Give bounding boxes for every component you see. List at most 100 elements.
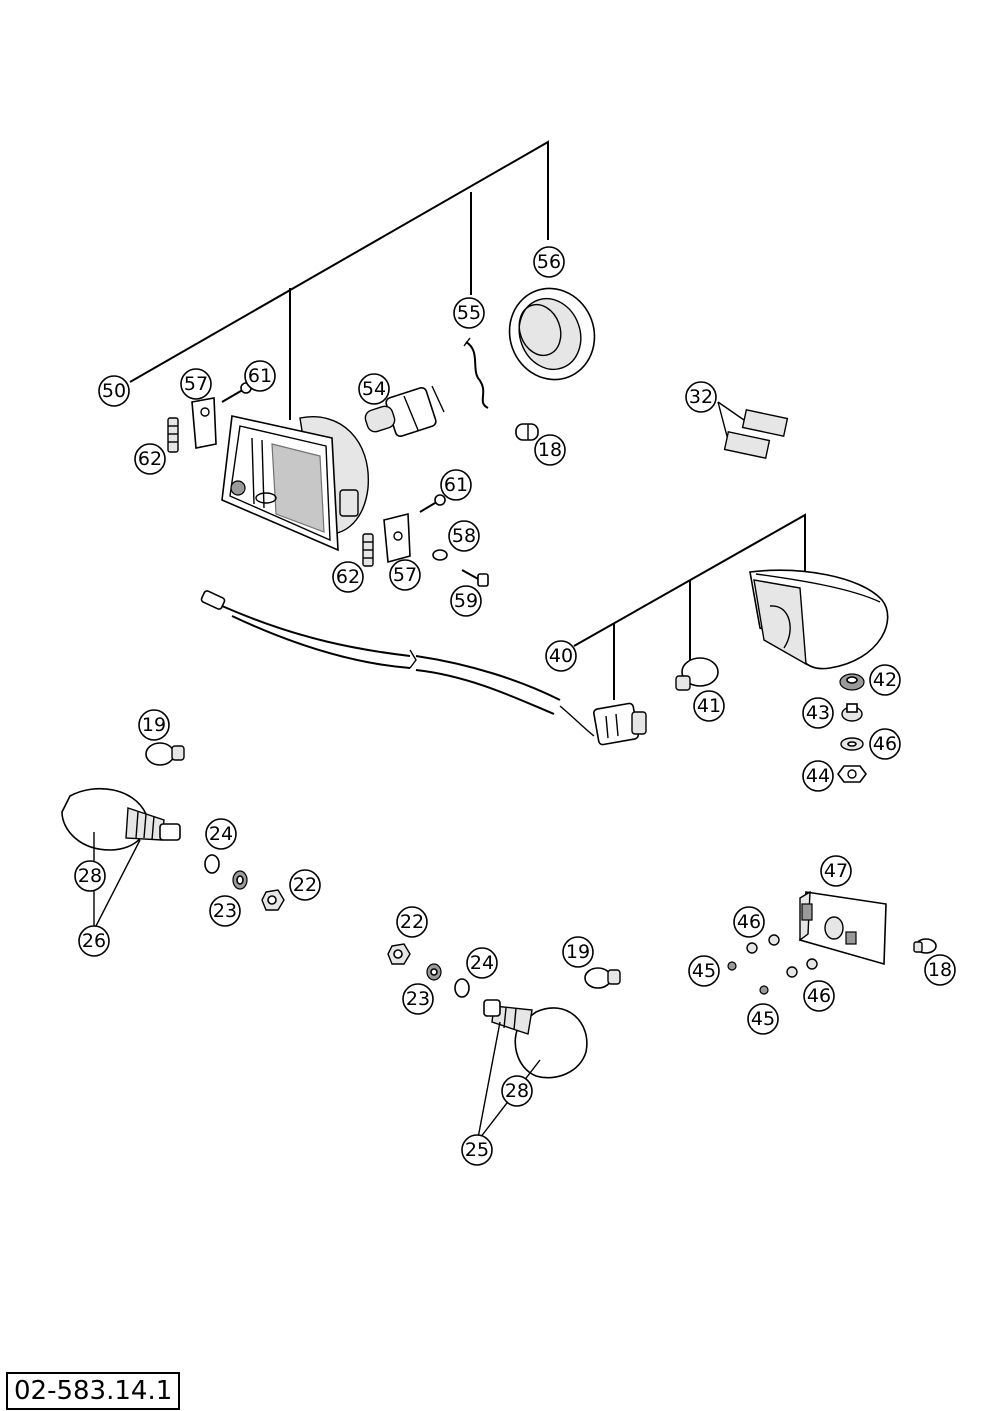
callout-45-top: 45 xyxy=(688,955,720,987)
nut-22-left xyxy=(261,889,285,911)
taillight-bulb xyxy=(675,657,719,691)
svg-text:45: 45 xyxy=(751,1008,775,1030)
svg-text:22: 22 xyxy=(293,874,317,896)
callout-22-right: 22 xyxy=(396,906,428,938)
callout-28-left: 28 xyxy=(74,860,106,892)
screw-59 xyxy=(461,569,489,587)
callout-54: 54 xyxy=(358,373,390,405)
license-plate-light xyxy=(799,890,887,966)
callout-41: 41 xyxy=(693,690,725,722)
bulb-18-right xyxy=(913,938,937,954)
svg-text:40: 40 xyxy=(549,645,573,667)
callout-24-left: 24 xyxy=(205,818,237,850)
taillight-socket xyxy=(593,702,647,746)
rubber-strip-top xyxy=(167,417,179,453)
callout-23-right: 23 xyxy=(402,983,434,1015)
callout-58: 58 xyxy=(448,520,480,552)
screw-lower xyxy=(419,494,446,513)
svg-text:47: 47 xyxy=(824,860,848,882)
svg-text:23: 23 xyxy=(406,988,430,1010)
turn-signal-left xyxy=(61,787,181,851)
headlight-bracket-top xyxy=(191,397,217,449)
headlight-lens-ring xyxy=(508,287,596,381)
svg-text:46: 46 xyxy=(873,733,897,755)
callout-43: 43 xyxy=(802,697,834,729)
svg-text:54: 54 xyxy=(362,378,386,400)
svg-text:25: 25 xyxy=(465,1139,489,1161)
callout-61-lower: 61 xyxy=(440,469,472,501)
callout-62-lower: 62 xyxy=(332,561,364,593)
small-washers xyxy=(727,934,818,995)
screw-top xyxy=(221,382,252,403)
svg-text:24: 24 xyxy=(470,952,494,974)
svg-text:32: 32 xyxy=(689,386,713,408)
svg-text:41: 41 xyxy=(697,695,721,717)
parking-bulb-top xyxy=(515,423,539,441)
callout-56: 56 xyxy=(533,246,565,278)
svg-text:22: 22 xyxy=(400,911,424,933)
callout-44: 44 xyxy=(802,760,834,792)
washer-24-right xyxy=(454,978,470,998)
svg-text:45: 45 xyxy=(692,960,716,982)
washer-46-top xyxy=(840,737,864,751)
svg-text:50: 50 xyxy=(102,380,126,402)
leader-lines-headlight xyxy=(129,140,549,420)
grommet-42 xyxy=(839,673,865,691)
bulb-19-right xyxy=(584,967,621,989)
svg-text:59: 59 xyxy=(454,590,478,612)
svg-text:43: 43 xyxy=(806,702,830,724)
headlight-bracket-lower xyxy=(383,512,411,564)
callouts: 50 56 55 57 61 54 62 18 32 61 58 62 57 5… xyxy=(74,246,956,1166)
svg-text:46: 46 xyxy=(807,985,831,1007)
callout-18-top: 18 xyxy=(534,434,566,466)
callout-46-bottom: 46 xyxy=(803,980,835,1012)
svg-text:18: 18 xyxy=(538,439,562,461)
svg-text:58: 58 xyxy=(452,525,476,547)
washer-58 xyxy=(432,549,448,561)
svg-text:46: 46 xyxy=(737,911,761,933)
wiring-harness xyxy=(200,590,595,737)
turn-signal-right xyxy=(483,999,588,1079)
callout-18-right: 18 xyxy=(924,954,956,986)
callout-28-right: 28 xyxy=(501,1075,533,1107)
svg-text:26: 26 xyxy=(82,930,106,952)
svg-text:61: 61 xyxy=(444,474,468,496)
reflector-plates xyxy=(717,401,789,459)
callout-19-right: 19 xyxy=(562,936,594,968)
svg-text:57: 57 xyxy=(393,564,417,586)
svg-text:42: 42 xyxy=(873,669,897,691)
callout-25: 25 xyxy=(461,1134,493,1166)
svg-text:19: 19 xyxy=(142,714,166,736)
lockwasher-23-right xyxy=(426,963,442,981)
svg-text:23: 23 xyxy=(213,900,237,922)
callout-26: 26 xyxy=(78,925,110,957)
drawing-number: 02-583.14.1 xyxy=(6,1372,181,1410)
callout-42: 42 xyxy=(869,664,901,696)
callout-47: 47 xyxy=(820,855,852,887)
svg-text:44: 44 xyxy=(806,765,830,787)
washer-24-left xyxy=(204,854,220,874)
spacer-43 xyxy=(841,703,863,722)
svg-text:24: 24 xyxy=(209,823,233,845)
headlight-bulb xyxy=(364,385,445,438)
svg-text:62: 62 xyxy=(336,566,360,588)
spring-clip xyxy=(463,337,489,409)
svg-text:18: 18 xyxy=(928,959,952,981)
headlight-housing xyxy=(221,415,369,552)
rubber-strip-lower xyxy=(362,533,374,567)
callout-23-left: 23 xyxy=(209,895,241,927)
callout-61-top: 61 xyxy=(244,360,276,392)
callout-46-mid: 46 xyxy=(733,906,765,938)
callout-55: 55 xyxy=(453,297,485,329)
bulb-19-left xyxy=(145,742,185,766)
svg-text:19: 19 xyxy=(566,941,590,963)
svg-text:61: 61 xyxy=(248,365,272,387)
callout-22-left: 22 xyxy=(289,869,321,901)
callout-40: 40 xyxy=(545,640,577,672)
lockwasher-23-left xyxy=(232,870,248,890)
svg-text:56: 56 xyxy=(537,251,561,273)
callout-46-top: 46 xyxy=(869,728,901,760)
callout-57-top: 57 xyxy=(180,368,212,400)
svg-text:28: 28 xyxy=(78,865,102,887)
